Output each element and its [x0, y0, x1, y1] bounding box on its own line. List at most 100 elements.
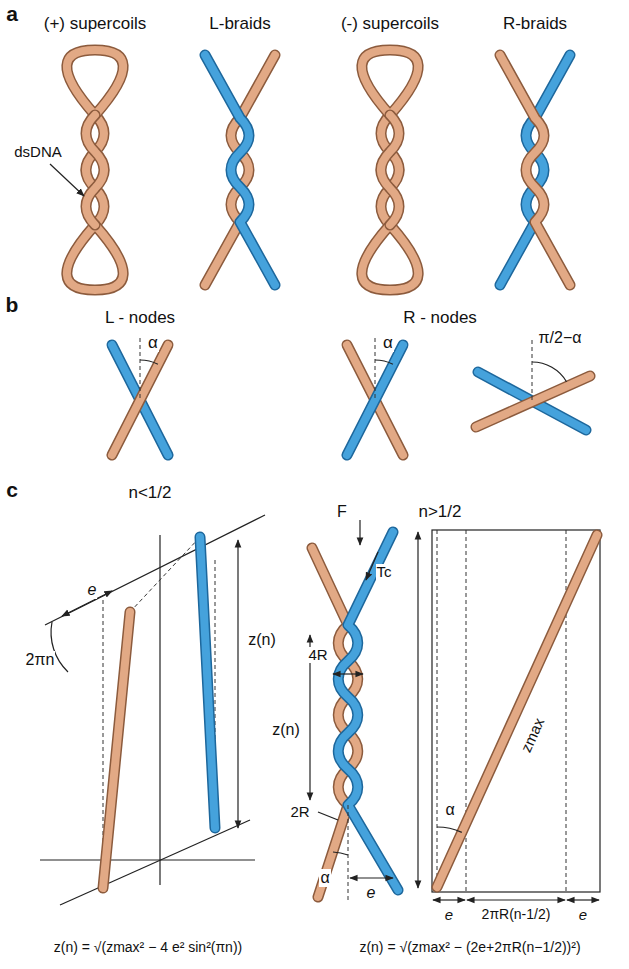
- r-node-rotated-part: [476, 376, 590, 427]
- negative-supercoil: [362, 50, 418, 290]
- l-node-part: [140, 338, 141, 400]
- r-braid-part: [500, 55, 570, 285]
- r-node-part: [375, 360, 393, 364]
- dimension-label: 2R: [289, 804, 310, 821]
- dimension-label: e: [578, 907, 588, 924]
- leader-line: [50, 164, 84, 196]
- negative-supercoil-part: [381, 115, 399, 225]
- r-node: [347, 338, 403, 455]
- braid-sketch-part: [350, 877, 393, 878]
- braid-sketch-part: [359, 520, 360, 545]
- projection-box-part: [417, 532, 418, 888]
- dimension-label: e: [444, 907, 454, 924]
- panel-letter: a: [5, 2, 19, 25]
- panel-heading: n>1/2: [417, 503, 462, 522]
- geometry-sketch-part: [237, 540, 238, 828]
- dimension-label: z(n): [247, 631, 277, 649]
- r-node-rotated-part: [532, 340, 533, 402]
- positive-supercoil-part: [86, 115, 104, 225]
- panel-heading: n<1/2: [127, 484, 172, 503]
- angle-label: π/2−α: [538, 329, 583, 347]
- dimension-label: 2πR(n-1/2): [481, 907, 552, 922]
- positive-supercoil-part: [67, 50, 123, 115]
- positive-supercoil-part: [67, 50, 123, 115]
- braid-sketch: [310, 520, 398, 900]
- dimension-label: zmax: [518, 714, 549, 755]
- braid-sketch-part: [318, 812, 338, 820]
- angle-label: 2πn: [25, 651, 56, 669]
- geometry-sketch-part: [130, 537, 200, 612]
- l-node-part: [140, 360, 158, 364]
- projection-box-part: [432, 530, 600, 892]
- panel-heading: R-braids: [502, 15, 568, 34]
- braid-sketch-part: [333, 852, 348, 855]
- dimension-label: 4R: [307, 647, 328, 664]
- panel-heading: L - nodes: [104, 309, 176, 328]
- l-braid-part: [205, 55, 275, 285]
- angle-label: α: [147, 334, 159, 353]
- projection-box-part: [466, 530, 467, 892]
- torque-label: Tc: [376, 564, 393, 581]
- projection-box-part: [437, 530, 438, 892]
- panel-heading: (-) supercoils: [340, 15, 440, 34]
- l-braid-part: [205, 55, 275, 285]
- negative-supercoil-part: [381, 115, 399, 225]
- negative-supercoil-part: [362, 50, 418, 115]
- panel-letter: b: [5, 293, 20, 316]
- r-node-rotated-part: [532, 362, 567, 382]
- braid-sketch-part: [338, 532, 398, 890]
- panel-letter: c: [5, 478, 19, 501]
- leader-line-part: [50, 164, 84, 196]
- projection-box-part: [567, 899, 599, 900]
- positive-supercoil-part: [67, 225, 123, 290]
- l-node: [112, 338, 168, 455]
- formula: z(n) = √(zmax² − (2e+2πR(n−1/2))²): [358, 940, 581, 955]
- r-node-part: [375, 338, 376, 400]
- positive-supercoil-part: [67, 225, 123, 290]
- negative-supercoil-part: [362, 225, 418, 290]
- positive-supercoil-part: [86, 115, 104, 225]
- negative-supercoil-part: [362, 50, 418, 115]
- angle-label: α: [319, 869, 330, 887]
- r-braid-part: [500, 55, 570, 285]
- braid-sketch-part: [338, 532, 398, 890]
- geometry-sketch-part: [103, 612, 130, 888]
- geometry-sketch-part: [159, 535, 160, 885]
- positive-supercoil-part: [86, 115, 104, 225]
- negative-supercoil-part: [381, 115, 399, 225]
- projection-box-part: [437, 827, 462, 832]
- projection-box-part: [437, 535, 597, 887]
- geometry-sketch-part: [200, 537, 215, 828]
- dimension-label: e: [87, 581, 98, 599]
- l-braid-part: [205, 55, 275, 285]
- panel-heading: R - nodes: [402, 309, 478, 328]
- r-braid-part: [500, 55, 570, 285]
- projection-box-part: [437, 535, 597, 887]
- dimension-label: z(n): [271, 721, 301, 739]
- r-braid: [500, 55, 570, 285]
- positive-supercoil: [67, 50, 123, 290]
- geometry-sketch-part: [40, 859, 255, 860]
- panel-heading: (+) supercoils: [43, 15, 148, 34]
- projection-box: [418, 530, 600, 900]
- r-node-rotated-part: [476, 376, 590, 427]
- angle-label: α: [382, 334, 394, 353]
- braid-sketch-part: [333, 673, 363, 674]
- dimension-label: e: [366, 884, 377, 902]
- part-name: dsDNA: [13, 144, 63, 161]
- r-node-rotated: [476, 340, 590, 430]
- l-braid: [205, 55, 275, 285]
- geometry-sketch-part: [60, 820, 250, 905]
- formula: z(n) = √(zmax² − 4 e² sin²(πn)): [53, 940, 243, 955]
- negative-supercoil-part: [362, 225, 418, 290]
- geometry-sketch-part: [45, 515, 265, 625]
- r-braid-part: [500, 55, 570, 285]
- projection-box-part: [433, 899, 465, 900]
- geometry-sketch-part: [200, 537, 215, 828]
- l-braid-part: [205, 55, 275, 285]
- geometry-sketch-part: [103, 612, 130, 888]
- projection-box-part: [566, 530, 567, 892]
- projection-box-part: [467, 899, 565, 900]
